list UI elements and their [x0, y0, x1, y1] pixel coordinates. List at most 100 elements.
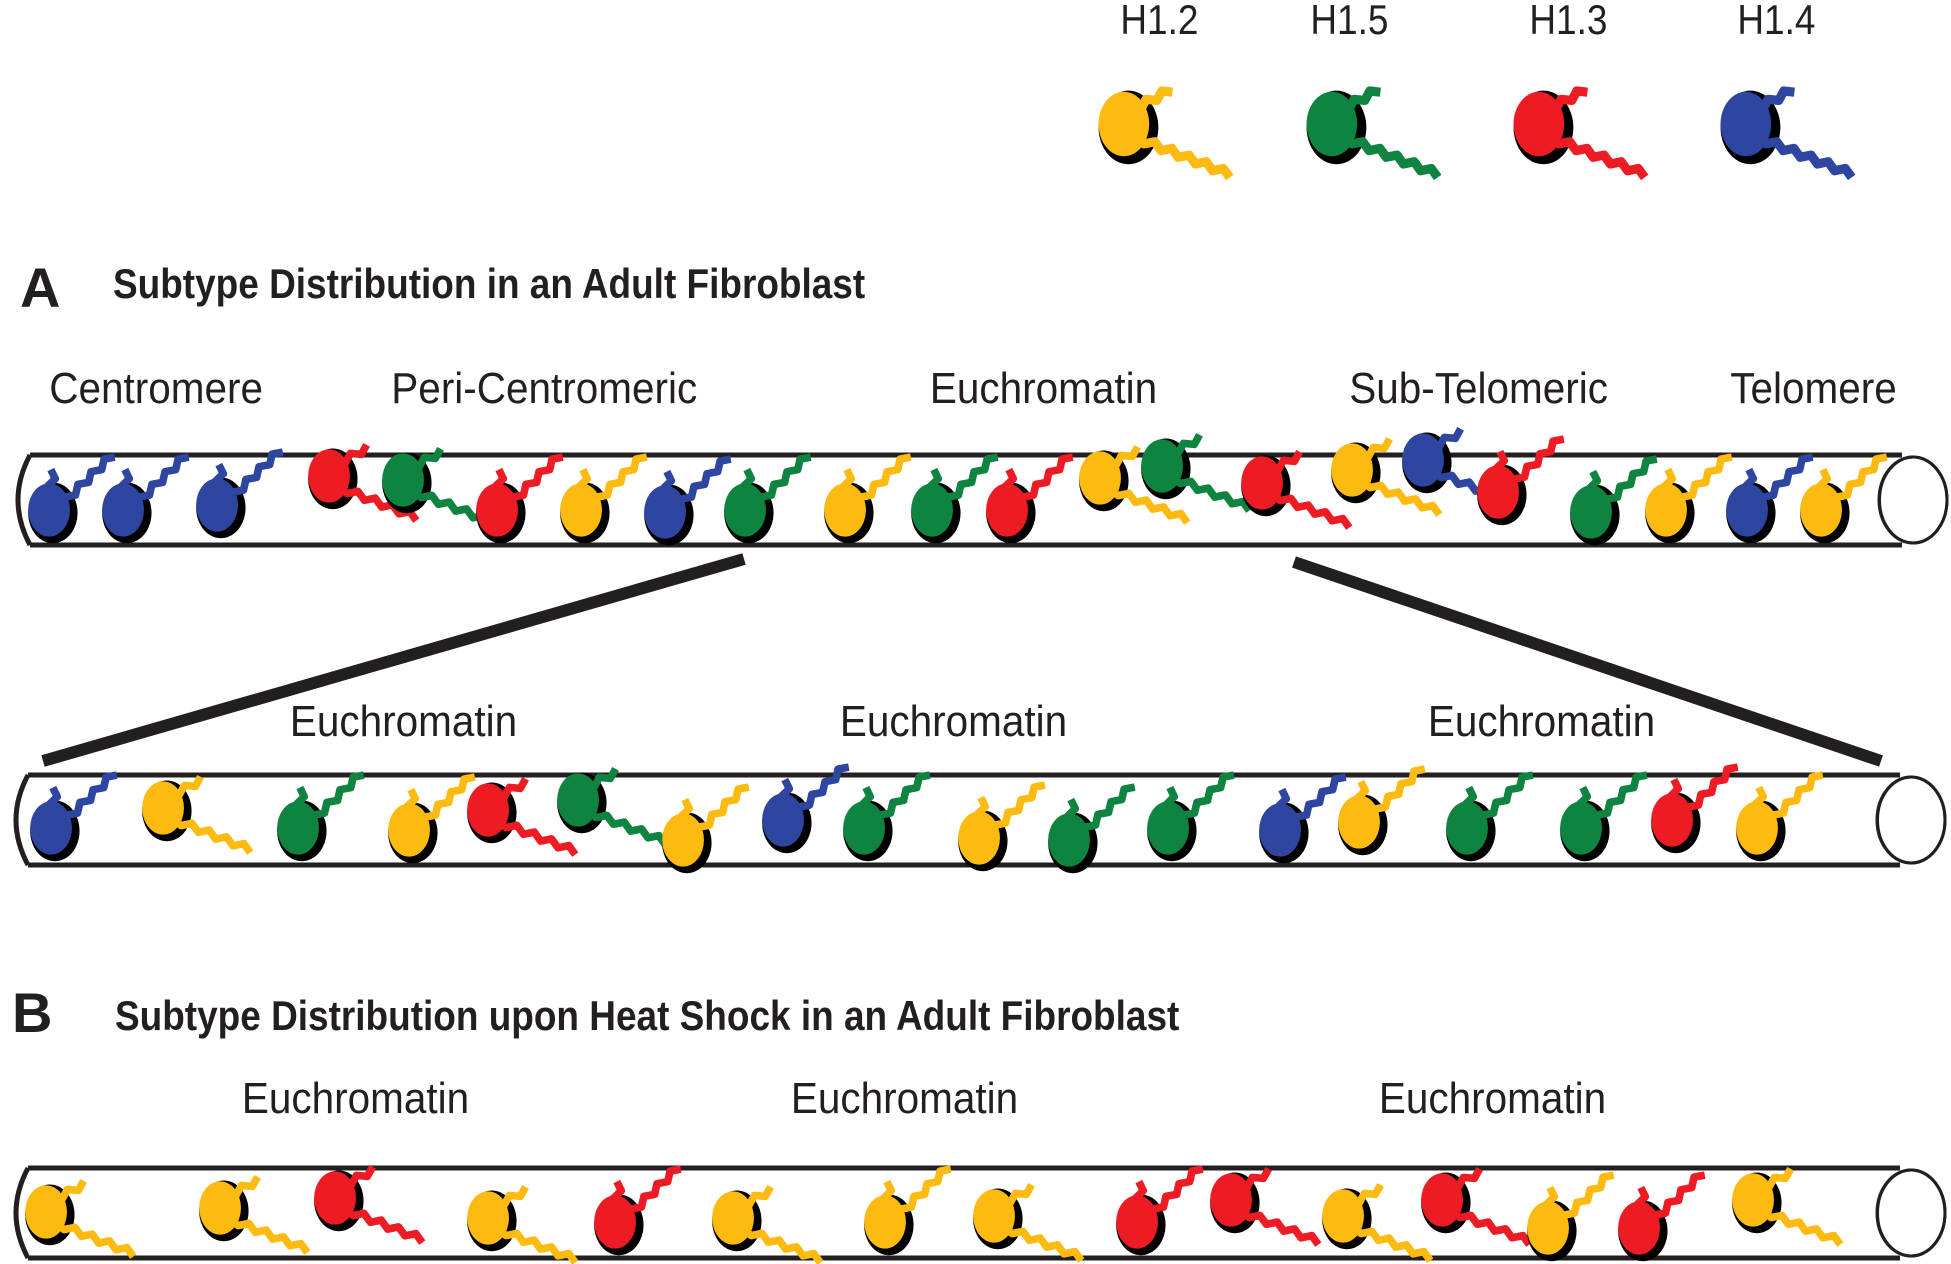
h1-tail-long	[54, 1220, 137, 1259]
nucleosome-core	[1527, 1201, 1569, 1255]
h1-tail-long	[1470, 771, 1534, 834]
h1-tail-long	[1824, 453, 1888, 516]
nucleosome-core	[843, 801, 885, 855]
h1-tail-short	[859, 785, 875, 823]
h1-tail-long	[54, 771, 118, 834]
nucleosome-core	[911, 483, 953, 537]
nucleosome-zoom-2	[142, 774, 254, 855]
h1-tail-short	[1000, 1182, 1035, 1209]
h1-tail-short	[492, 467, 508, 505]
nucleosome-a-20	[1645, 453, 1733, 544]
nucleosome-core	[1338, 795, 1380, 849]
nucleosome-core	[1048, 813, 1090, 867]
panel-a-title: Subtype Distribution in an Adult Fibrobl…	[113, 260, 866, 307]
nucleosome-core	[1259, 803, 1301, 857]
h1-tail-long	[1133, 134, 1234, 181]
h1-tail-short	[1586, 469, 1602, 507]
h1-tail-long	[1171, 771, 1235, 834]
nucleosome-b-11	[1322, 1182, 1434, 1263]
h1-tail-long	[1761, 1208, 1844, 1247]
fiber-a-end-outline	[1877, 455, 1949, 545]
chromatin-fiber-zoom	[13, 763, 1947, 874]
h1-tail-short	[341, 1164, 376, 1191]
h1-tail-short	[974, 795, 990, 833]
h1-tail-short	[739, 1184, 774, 1211]
nucleosome-zoom-12	[1147, 771, 1235, 862]
b-region-label-2: Euchromatin	[790, 1074, 1019, 1123]
h1-tail-short	[610, 1179, 626, 1217]
h1-tail-short	[1448, 1166, 1483, 1193]
nucleosome-b-4	[467, 1184, 579, 1264]
h1-tail-long	[1450, 1208, 1533, 1247]
h1-tail-short	[1168, 432, 1203, 459]
h1-tail-short	[576, 467, 592, 505]
nucleosome-a-10	[824, 453, 912, 544]
h1-tail-long	[1351, 1224, 1434, 1263]
h1-tail-short	[1354, 779, 1370, 817]
nucleosome-a-15	[1241, 449, 1353, 530]
h1-tail-long	[1283, 773, 1347, 836]
h1-tail-long	[1270, 491, 1353, 530]
nucleosome-core	[958, 811, 1000, 865]
h1-tail-long	[618, 1165, 682, 1228]
h1-tail-long	[586, 808, 669, 847]
panel-b-letter: B	[12, 981, 53, 1044]
nucleosome-core	[560, 483, 602, 537]
h1-tail-long	[1108, 486, 1191, 525]
region-label-euchromatin: Euchromatin	[929, 364, 1158, 413]
h1-tail-short	[52, 1178, 87, 1205]
nucleosome-zoom-4	[388, 773, 476, 864]
nucleosome-core	[724, 483, 766, 537]
nucleosome-a-4	[308, 442, 420, 523]
nucleosome-b-14	[1618, 1171, 1706, 1262]
legend-glyph-H1-2	[1098, 86, 1234, 181]
nucleosome-zoom-3	[277, 771, 365, 862]
nucleosome-a-22	[1800, 453, 1888, 544]
h1-tail-short	[1753, 86, 1795, 115]
fiber-b-end-outline	[1875, 1168, 1947, 1258]
nucleosome-a-11	[911, 453, 999, 544]
nucleosome-core	[864, 1195, 906, 1249]
h1-tail-short	[1634, 1185, 1650, 1223]
h1-tail-short	[1752, 785, 1768, 823]
h1-tail-short	[494, 1184, 529, 1211]
nucleosome-core	[196, 478, 238, 532]
h1-tail-long	[1341, 134, 1442, 181]
nucleosome-b-13	[1527, 1171, 1615, 1262]
nucleosome-a-2	[102, 453, 190, 544]
nucleosome-a-14	[1141, 432, 1253, 513]
h1-tail-short	[927, 467, 943, 505]
h1-tail-long	[1072, 783, 1136, 846]
nucleosome-a-19	[1570, 455, 1658, 546]
nucleosome-zoom-13	[1259, 773, 1347, 864]
h1-tail-long	[982, 781, 1046, 844]
nucleosome-core	[102, 483, 144, 537]
zoom-region-label-2: Euchromatin	[839, 697, 1068, 746]
nucleosome-core	[1560, 801, 1602, 855]
h1-tail-long	[1501, 435, 1565, 498]
h1-tail-long	[1584, 771, 1648, 834]
nucleosome-core	[662, 813, 704, 867]
nucleosome-a-12	[986, 453, 1074, 544]
h1-tail-short	[1543, 1185, 1559, 1223]
h1-tail-long	[126, 453, 190, 516]
nucleosome-b-7	[864, 1165, 952, 1256]
h1-tail-short	[404, 787, 420, 825]
h1-tail-short	[1002, 467, 1018, 505]
nucleosome-core	[824, 483, 866, 537]
nucleosome-a-8	[644, 455, 732, 546]
nucleosome-a-1	[28, 453, 116, 544]
h1-tail-short	[335, 442, 370, 469]
nucleosome-core	[388, 803, 430, 857]
h1-tail-long	[686, 783, 750, 846]
h1-tail-short	[778, 777, 794, 815]
h1-tail-short	[1742, 467, 1758, 505]
nucleosome-core	[1477, 465, 1519, 519]
nucleosome-core	[1736, 801, 1778, 855]
h1-tail-short	[1661, 467, 1677, 505]
h1-tail-long	[848, 453, 912, 516]
h1-tail-short	[660, 469, 676, 507]
h1-tail-long	[500, 453, 564, 516]
panel-b-title: Subtype Distribution upon Heat Shock in …	[115, 992, 1180, 1039]
